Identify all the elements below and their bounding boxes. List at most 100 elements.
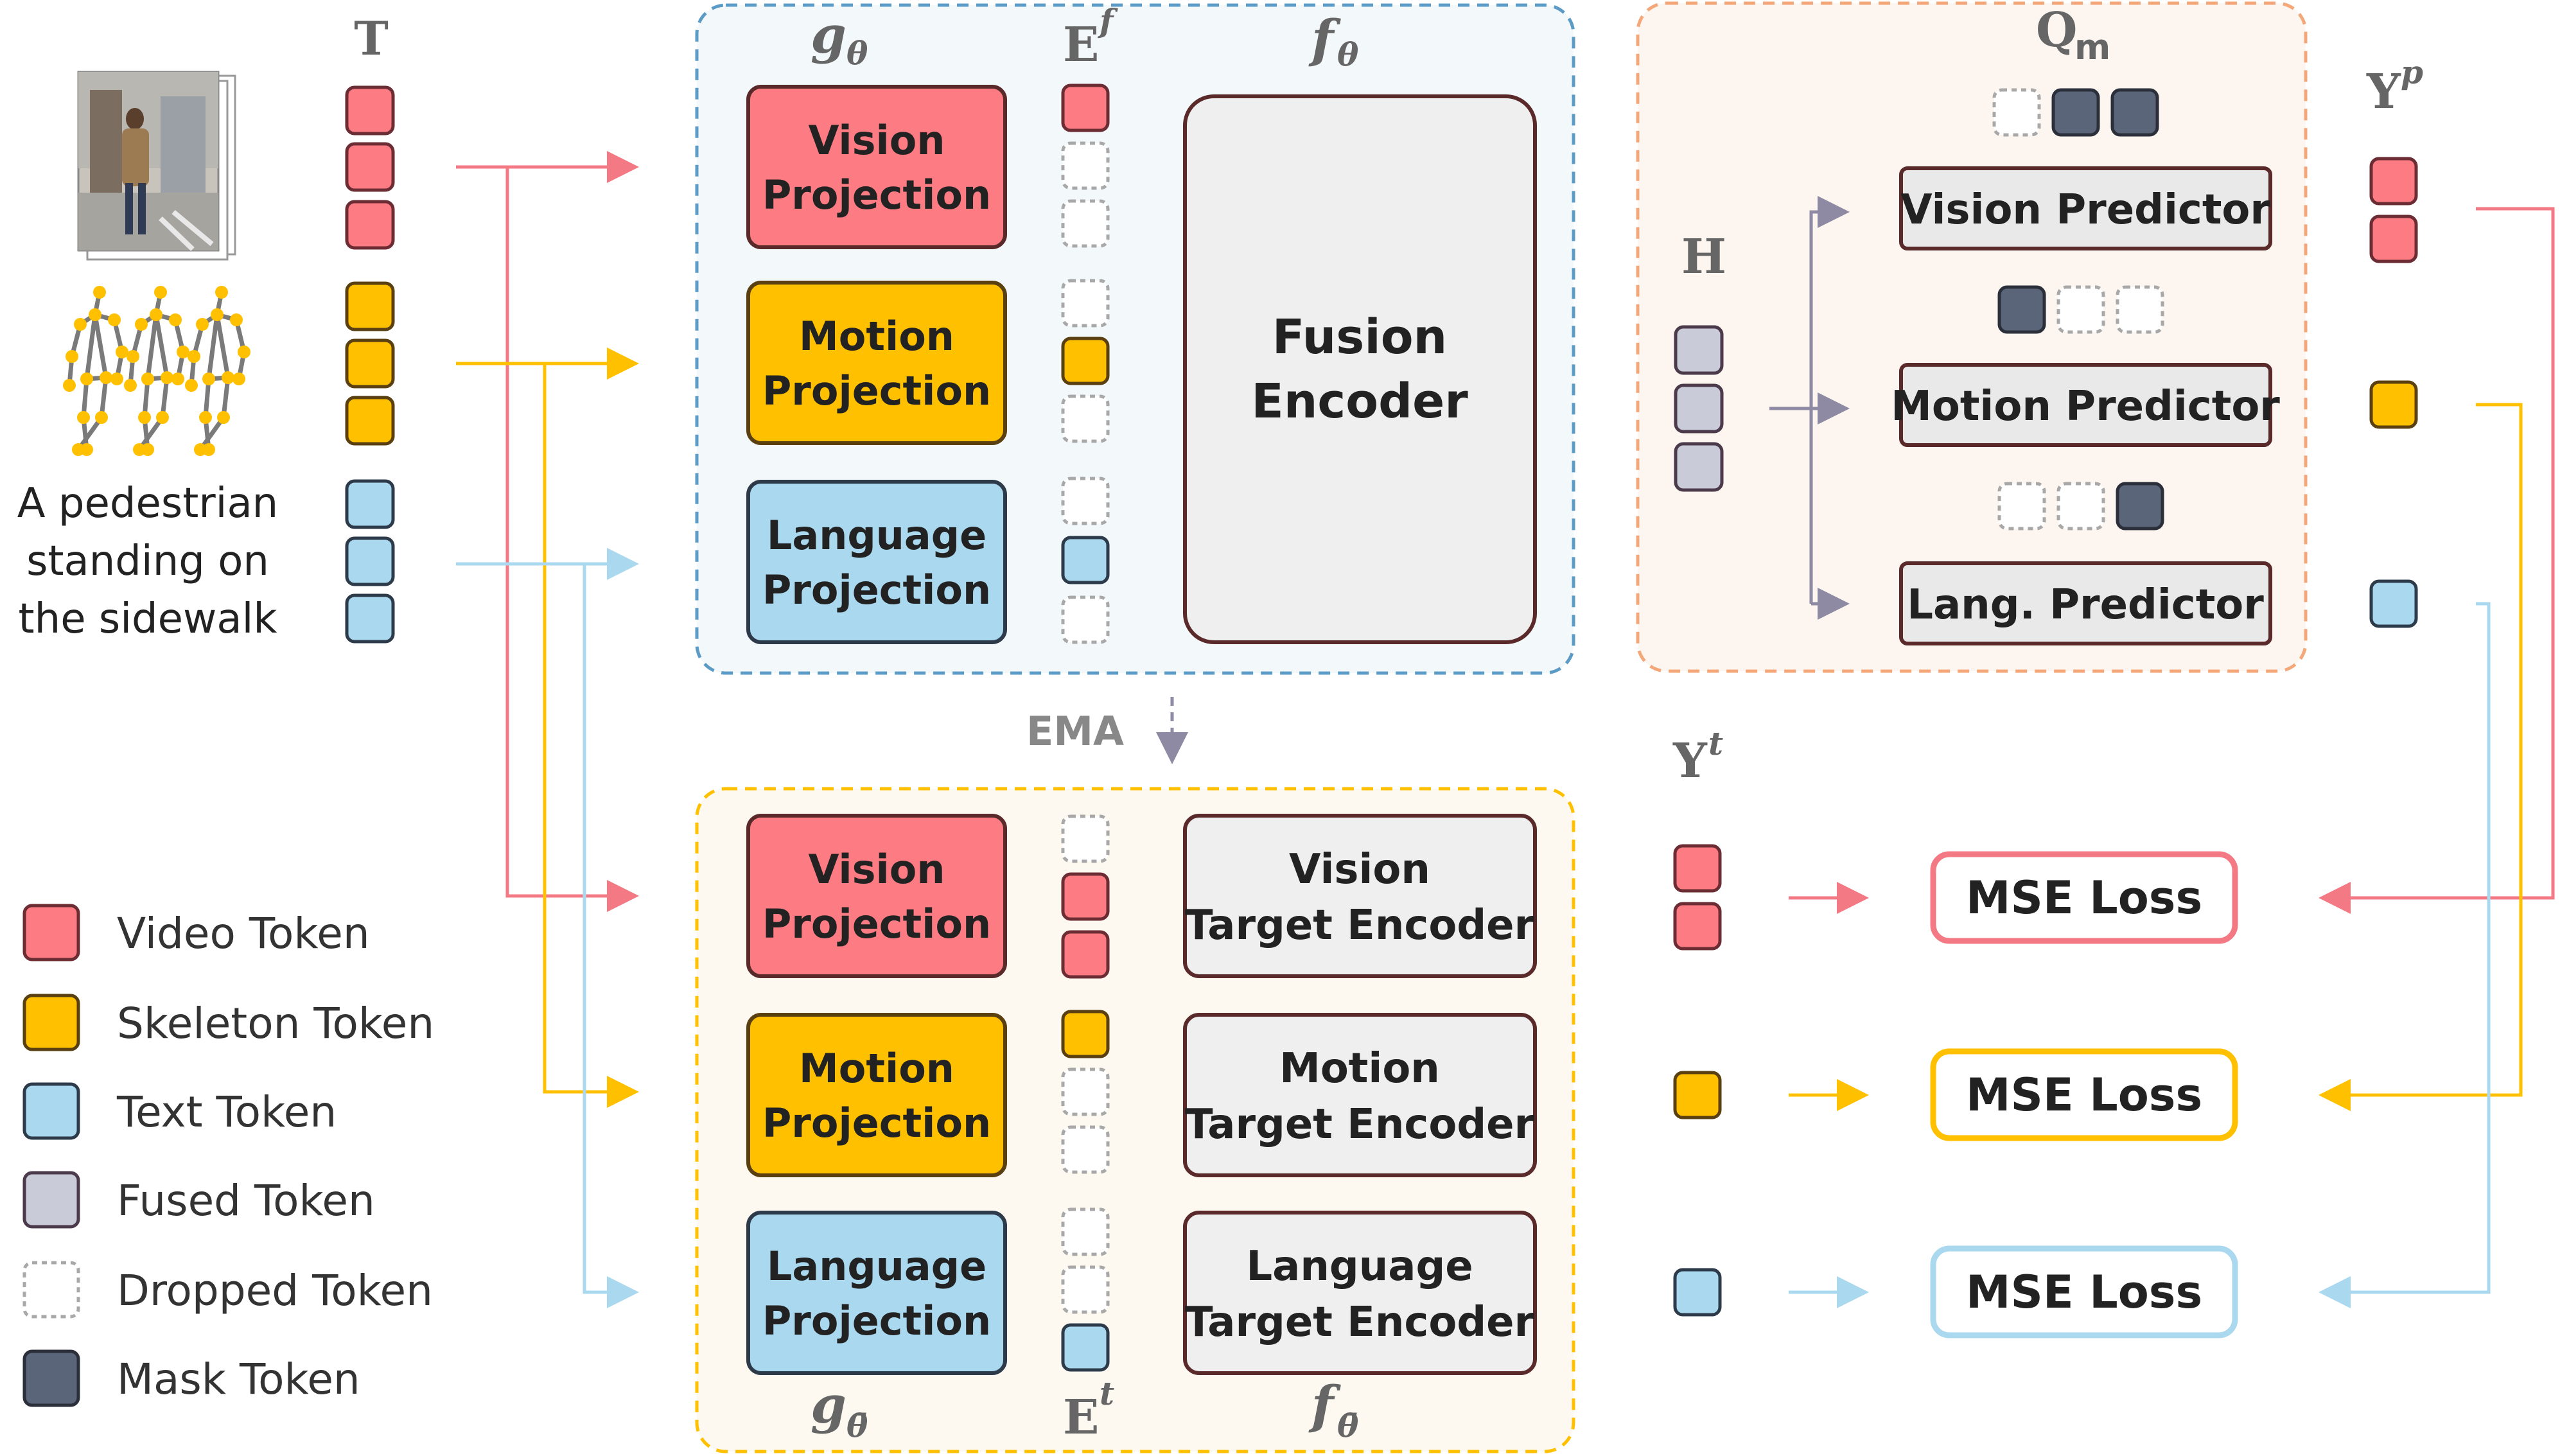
online-language-projection: Language Projection [746, 480, 1007, 644]
skeleton-joint [138, 411, 151, 424]
ema-label: EMA [1026, 708, 1124, 755]
qm-mask-token [2116, 482, 2164, 531]
mse-loss-motion-label: MSE Loss [1966, 1069, 2202, 1121]
h-fused-token [1674, 325, 1724, 375]
skeleton-joint [202, 443, 215, 456]
yp-video-token [2369, 157, 2418, 206]
mse-loss-language: MSE Loss [1930, 1245, 2238, 1338]
symbol-Y-p-sup: p [2401, 53, 2423, 91]
skeleton-bone [153, 312, 170, 380]
vision-target-encoder-line1: Vision [1289, 846, 1430, 893]
symbol-f-theta-bar-sub: θ̄ [1337, 1407, 1359, 1444]
legend-video-swatch [22, 904, 80, 961]
skeleton-joint [177, 346, 189, 358]
lang-predictor: Lang. Predictor [1899, 561, 2272, 645]
mse-loss-vision: MSE Loss [1930, 851, 2238, 944]
input-text-line1: A pedestrian [17, 480, 278, 527]
yp-video-token [2369, 215, 2418, 263]
skeleton-bone [198, 415, 226, 452]
target-language-projection: Language Projection [746, 1211, 1007, 1375]
ef-dropped-token [1061, 394, 1110, 443]
et-skeleton-token [1061, 1010, 1110, 1058]
online-vision-projection-line2: Projection [762, 171, 991, 218]
input-skeleton-token [345, 281, 395, 331]
mse-loss-motion: MSE Loss [1930, 1048, 2238, 1141]
target-motion-projection-line2: Projection [762, 1100, 991, 1146]
fusion-encoder: Fusion Encoder [1183, 94, 1537, 644]
target-motion-projection: Motion Projection [746, 1013, 1007, 1177]
ef-dropped-token [1061, 595, 1110, 644]
fusion-encoder-line1: Fusion [1272, 310, 1447, 365]
skeleton-joint [161, 371, 173, 384]
skeleton-bone [206, 312, 220, 382]
vision-target-encoder: Vision Target Encoder [1183, 814, 1537, 978]
qm-dropped-token [2116, 285, 2164, 334]
symbol-f-theta-sub: θ [1337, 35, 1359, 73]
skeleton-joint [74, 318, 87, 331]
legend-mask-label: Mask Token [117, 1355, 360, 1404]
yp-skeleton-token [2369, 380, 2418, 429]
skeleton-joint [238, 346, 250, 358]
skeleton-joint [169, 313, 182, 326]
legend-fused-swatch [22, 1171, 80, 1229]
symbol-Y-t: Y [1672, 733, 1708, 789]
online-motion-projection-line2: Projection [762, 367, 991, 414]
h-fused-token [1674, 442, 1724, 492]
qm-dropped-token [2056, 285, 2105, 334]
skeleton-bone [137, 415, 165, 452]
legend-dropped-swatch [22, 1261, 80, 1319]
symbol-E-t-sup: t [1100, 1374, 1114, 1412]
ef-video-token [1061, 83, 1110, 132]
skeleton-joint [80, 443, 93, 456]
online-language-projection-line1: Language [767, 512, 986, 559]
skeleton-joint [196, 318, 209, 331]
vision-predictor-label: Vision Predictor [1900, 186, 2270, 234]
language-target-encoder: Language Target Encoder [1183, 1211, 1537, 1375]
legend-fused-label: Fused Token [117, 1176, 375, 1225]
skeleton-joint [222, 371, 234, 384]
skeleton-joint [108, 313, 121, 326]
symbol-T: T [354, 11, 389, 66]
target-vision-projection: Vision Projection [746, 814, 1007, 978]
qm-mask-token [2110, 88, 2159, 137]
skeleton-joint [156, 411, 169, 424]
language-target-encoder-line2: Target Encoder [1185, 1299, 1535, 1346]
skeleton-bone [215, 312, 231, 380]
motion-predictor-label: Motion Predictor [1891, 383, 2280, 430]
yt-video-token [1673, 844, 1722, 893]
input-video-token [345, 142, 395, 192]
legend-mask-swatch [22, 1349, 80, 1407]
token-layer [345, 83, 2418, 1372]
online-vision-projection: Vision Projection [746, 85, 1007, 249]
et-video-token [1061, 872, 1110, 921]
input-skeleton-token [345, 338, 395, 389]
skeleton-bone [81, 376, 89, 420]
skeleton-joint [150, 308, 162, 321]
qm-dropped-token [2056, 482, 2105, 531]
online-vision-projection-line1: Vision [808, 117, 945, 164]
skeleton-bone [84, 312, 98, 382]
ef-text-token [1061, 536, 1110, 584]
qm-mask-token [1997, 285, 2046, 334]
et-dropped-token [1061, 1207, 1110, 1256]
target-vision-projection-line1: Vision [808, 846, 945, 893]
et-dropped-token [1061, 1125, 1110, 1174]
arrow-video-target [505, 167, 639, 912]
symbol-Y-t-sup: t [1708, 724, 1723, 762]
et-dropped-token [1061, 1067, 1110, 1116]
skeleton-joint [217, 411, 230, 424]
target-motion-projection-line1: Motion [799, 1045, 954, 1092]
legend-skeleton-swatch [22, 994, 80, 1051]
skeleton-bone [145, 312, 159, 382]
qm-mask-token [2051, 88, 2100, 137]
input-text-line3: the sidewalk [19, 595, 277, 643]
symbol-Y-p: Y [2366, 64, 2401, 119]
yp-text-token [2369, 579, 2418, 628]
skeleton-joint [141, 443, 154, 456]
input-video-token [345, 85, 395, 136]
skeleton-joint [89, 308, 101, 321]
skeleton-joint [63, 379, 76, 392]
